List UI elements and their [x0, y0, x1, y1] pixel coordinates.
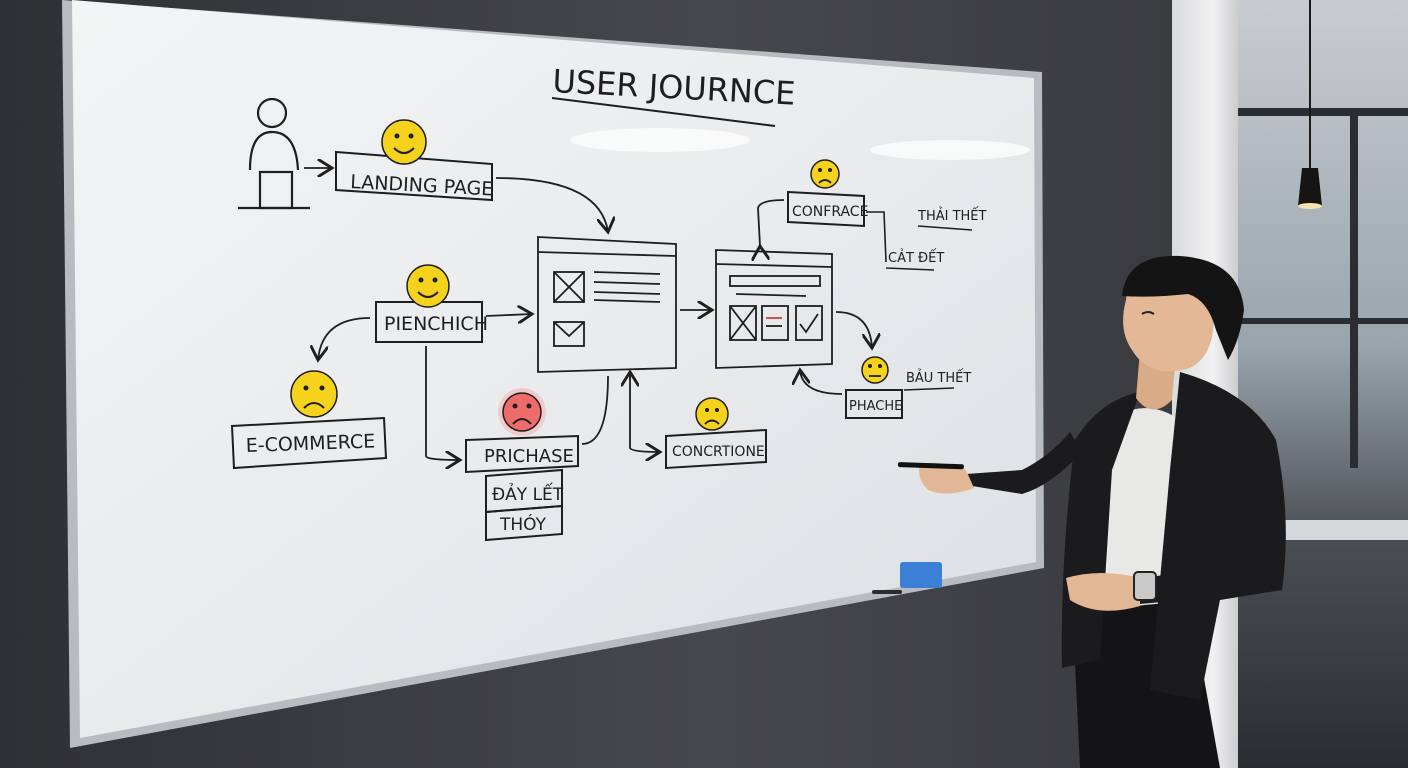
hair: [1122, 255, 1244, 360]
svg-text:PRICHASE: PRICHASE: [484, 446, 574, 467]
svg-text:PHACHE: PHACHE: [849, 399, 902, 414]
wireframe-screen-1: [537, 236, 677, 373]
e-commerce-box: E-COMMERCE: [230, 416, 388, 470]
marker-pen[interactable]: [872, 590, 902, 594]
bau-thet-note: BẢU THẾT: [906, 369, 971, 386]
svg-text:CONFRACE: CONFRACE: [792, 204, 868, 220]
eraser[interactable]: [900, 562, 942, 588]
left-arm: [966, 432, 1082, 494]
neutral-emoji-icon: [861, 356, 889, 384]
left-hand: [919, 462, 974, 494]
cat-det-note: CẢT ĐẾT: [888, 249, 944, 266]
svg-text:PIENCHICH: PIENCHICH: [384, 313, 488, 335]
office-background: [1238, 0, 1408, 768]
thai-thet-note: THẢI THẾT: [917, 207, 987, 224]
pienchich-box: PIENCHICH: [375, 301, 488, 343]
office-desk: [1285, 520, 1408, 540]
svg-text:CONCRTIONE: CONCRTIONE: [672, 444, 765, 460]
sad-emoji-icon: [290, 370, 338, 418]
confrace-box: CONFRACE: [787, 190, 868, 228]
svg-text:ĐẢY LẾT: ĐẢY LẾT: [492, 481, 564, 505]
wireframe-screen-2: [715, 249, 833, 369]
right-hand: [1066, 573, 1140, 611]
phache-box: PHACHE: [845, 389, 903, 419]
sad-emoji-icon: [695, 397, 729, 431]
sad-emoji-icon: [810, 159, 840, 189]
blazer-right: [1150, 372, 1286, 700]
svg-text:THÓY: THÓY: [499, 513, 547, 535]
svg-text:E-COMMERCE: E-COMMERCE: [245, 430, 375, 457]
pendant-lamp: [1298, 0, 1322, 209]
happy-emoji-icon: [381, 119, 427, 165]
concrtione-box: CONCRTIONE: [665, 428, 767, 470]
thoy-box: THÓY: [485, 504, 563, 542]
prichase-box: PRICHASE: [465, 434, 579, 474]
marker-in-hand: [897, 462, 964, 470]
happy-emoji-icon: [406, 264, 450, 308]
wristwatch: [1133, 571, 1157, 601]
user-icon: [238, 97, 310, 210]
sad-red-emoji-icon: [498, 388, 546, 436]
right-arm: [1132, 470, 1275, 604]
whiteboard-surface: [72, 0, 1036, 738]
